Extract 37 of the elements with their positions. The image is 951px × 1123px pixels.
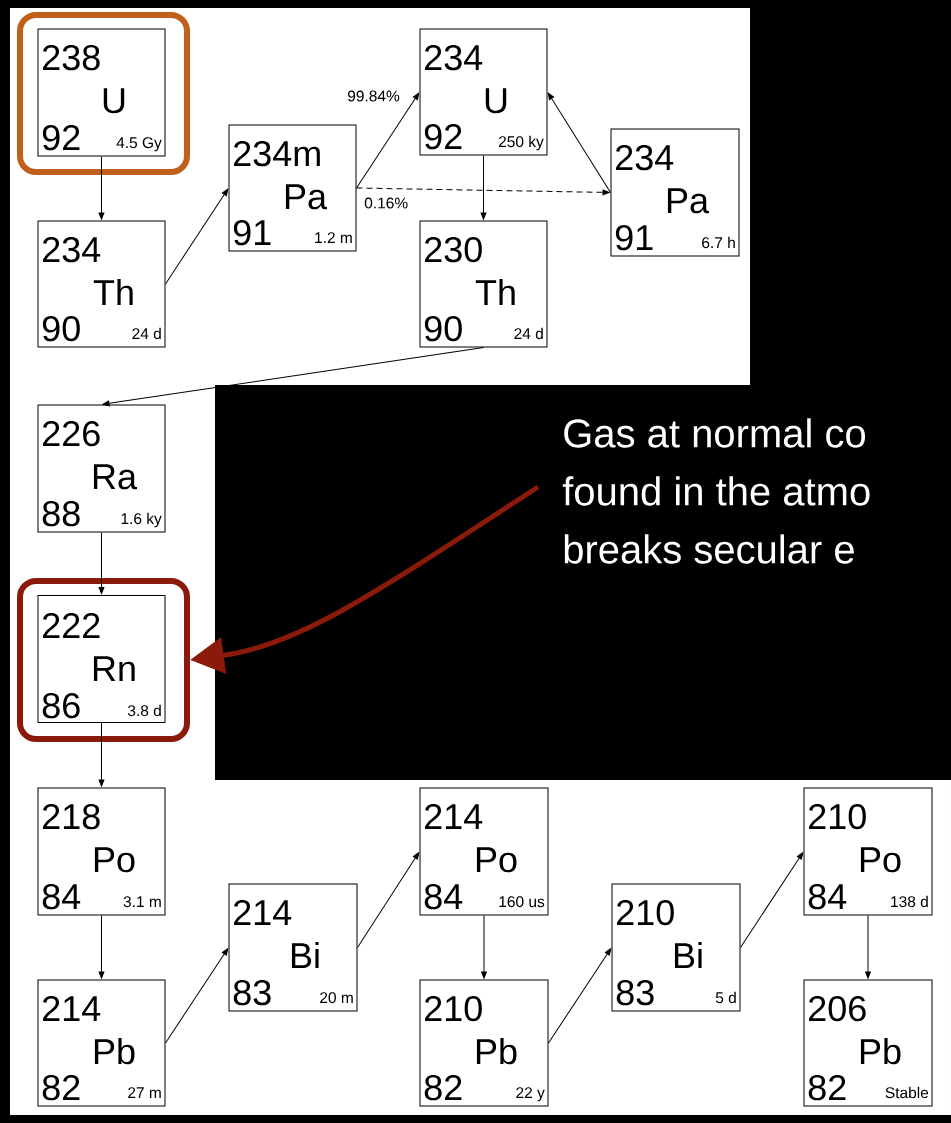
arrow — [98, 722, 105, 787]
arrow — [547, 92, 611, 193]
arrow — [480, 155, 487, 220]
nuclide-box: 234 U 92 250 ky — [419, 28, 548, 156]
arrow — [481, 915, 487, 979]
arrow — [356, 92, 420, 189]
nuclide-box: 210 Po 84 138 d — [803, 787, 933, 916]
edge-label: 0.16% — [364, 197, 408, 209]
nuclide-box: 222 Rn 86 3.8 d — [37, 595, 166, 723]
highlight-frame — [17, 578, 190, 742]
nuclide-box: 230 Th 90 24 d — [419, 220, 548, 348]
arrow — [165, 188, 229, 285]
arrow — [865, 915, 871, 979]
arrow — [165, 948, 229, 1044]
arrow — [548, 948, 612, 1044]
edge-label: 99.84% — [347, 90, 400, 102]
nuclide-box: 206 Pb 82 Stable — [803, 979, 933, 1107]
nuclide-box: 226 Ra 88 1.6 ky — [37, 404, 166, 533]
arrow — [740, 852, 804, 948]
nuclide-box: 234m Pa 91 1.2 m — [228, 124, 357, 252]
nuclide-box: 214 Po 84 160 us — [419, 787, 549, 916]
nuclide-box: 210 Bi 83 5 d — [611, 883, 741, 1012]
nuclide-box: 218 Po 84 3.1 m — [37, 787, 166, 916]
arrow — [356, 187, 610, 196]
highlight-frame — [17, 12, 190, 175]
nuclide-box: 234 Pa 91 6.7 h — [610, 128, 740, 257]
arrow — [98, 915, 105, 979]
callout-text: Gas at normal co found in the atmo breaks secular e — [562, 418, 870, 564]
nuclide-box: 238 U 92 4.5 Gy — [37, 28, 166, 157]
nuclide-box: 210 Pb 82 22 y — [419, 979, 549, 1107]
arrow — [98, 156, 105, 220]
nuclide-box: 214 Pb 82 27 m — [37, 979, 166, 1107]
arrow — [357, 852, 420, 948]
nuclide-box: 214 Bi 83 20 m — [228, 883, 358, 1012]
arrow — [102, 347, 484, 407]
nuclide-box: 234 Th 90 24 d — [37, 220, 166, 348]
arrow — [98, 532, 105, 595]
